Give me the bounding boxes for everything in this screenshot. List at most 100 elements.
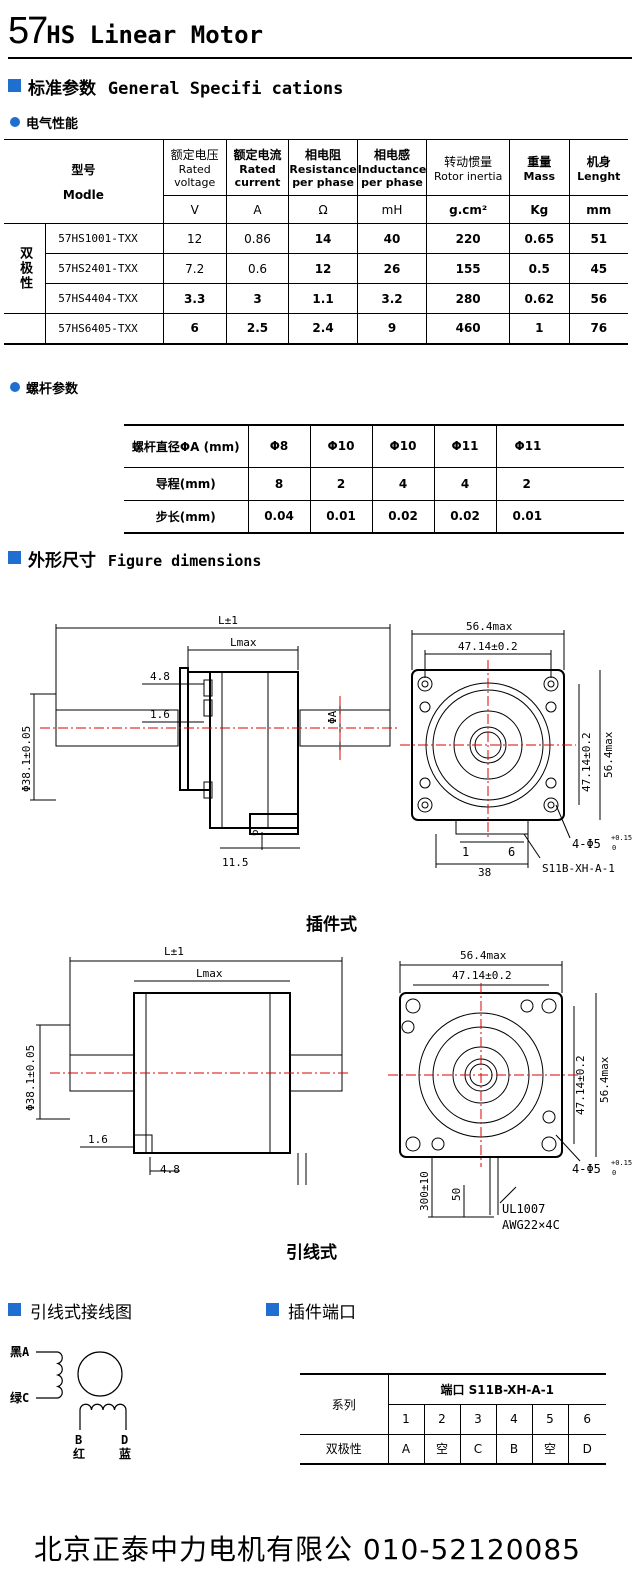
dim-56-4-v: 56.4max (602, 731, 615, 778)
wire-label-2: AWG22×4C (502, 1218, 560, 1232)
dim-4-8: 4.8 (160, 1163, 180, 1176)
pin-1: 1 (462, 845, 469, 859)
table-row: 双极性 A 空 C B 空 D (300, 1433, 606, 1465)
dim-tol0: 0 (612, 1169, 616, 1177)
wire-b-color: 红 (73, 1446, 85, 1461)
title-prefix: 57 (8, 10, 48, 52)
pin-6: 6 (508, 845, 515, 859)
title-rest: HS Linear Motor (46, 21, 264, 49)
subsection-marker (10, 382, 20, 392)
drawing-lead-type: L±1 Lmax Φ38.1±0.05 1.6 4.8 56.4max 47.1… (24, 945, 632, 1232)
front-flange (179, 667, 189, 791)
page-title: 57HS Linear Motor (8, 10, 263, 53)
dim-tol: +0.15 (611, 834, 632, 842)
port-header: 端口 S11B-XH-A-1 (387, 1373, 606, 1405)
wire-d-label: D (121, 1433, 128, 1447)
port-table: 系列 端口 S11B-XH-A-1 1 2 3 4 5 6 双极性 A 空 C … (300, 1373, 606, 1465)
wire-b-label: B (75, 1433, 82, 1447)
dim-tol0: 0 (612, 844, 616, 852)
wire-label-1: UL1007 (502, 1202, 545, 1216)
connector (455, 819, 529, 835)
motor-symbol (77, 1351, 123, 1397)
dim-38: 38 (478, 866, 491, 879)
series-label: 系列 (300, 1373, 389, 1435)
dim-Lmax: Lmax (230, 636, 257, 649)
dim-Lmax: Lmax (196, 967, 223, 980)
unit-cell: g.cm² (426, 195, 510, 224)
dim-6: 6 (248, 829, 261, 836)
unit-cell: V (162, 195, 227, 224)
unit-cell: A (225, 195, 290, 224)
dim-holes: 4-Φ5 (572, 837, 601, 851)
section-marker (8, 551, 21, 564)
dim-56-4: 56.4max (466, 620, 513, 633)
caption-connector: 插件式 (306, 915, 357, 935)
dim-47-14: 47.14±0.2 (458, 640, 518, 653)
coil-b (79, 1403, 127, 1411)
dim-dia: Φ38.1±0.05 (24, 1045, 37, 1111)
table-row: 57HS4404-TXX 3.3 3 1.1 3.2 280 0.62 56 (4, 283, 628, 314)
dim-56-4-v: 56.4max (598, 1056, 611, 1103)
section-marker (266, 1303, 279, 1316)
unit-cell: Ω (288, 195, 358, 224)
subsection-marker (10, 117, 20, 127)
dim-47-14: 47.14±0.2 (452, 969, 512, 982)
table-row: 导程(mm) 8 2 4 4 2 (124, 466, 624, 501)
dim-phiA: ΦA (326, 710, 339, 724)
section-marker (8, 79, 21, 92)
table-row: 螺杆直径ΦA (mm) Φ8 Φ10 Φ10 Φ11 Φ11 (124, 424, 624, 468)
dim-1-6: 1.6 (150, 708, 170, 721)
group-label: 双极性 (4, 223, 47, 314)
unit-cell: mH (356, 195, 428, 224)
caption-lead: 引线式 (286, 1243, 337, 1263)
drawing-connector-type: L±1 Lmax 4.8 1.6 ΦA Φ38.1±0.05 6 11.5 56… (20, 614, 632, 879)
section-figure-title: 外形尺寸 Figure dimensions (28, 551, 262, 571)
table-row: 1 2 3 4 5 6 (300, 1403, 606, 1435)
dim-L: L±1 (164, 945, 184, 958)
dim-tol: +0.15 (611, 1159, 632, 1167)
section-screw-title: 螺杆参数 (26, 382, 79, 397)
wire-c-label: 绿C (10, 1390, 29, 1405)
title-rule (8, 57, 632, 59)
table-row: 双极性 57HS1001-TXX 12 0.86 14 40 220 0.65 … (4, 223, 628, 314)
dim-dia: Φ38.1±0.05 (20, 726, 33, 792)
table-row: 步长(mm) 0.04 0.01 0.02 0.02 0.01 (124, 499, 624, 534)
dim-4-8: 4.8 (150, 670, 170, 683)
dim-300: 300±10 (418, 1171, 431, 1211)
section-electrical-title: 电气性能 (26, 117, 79, 132)
dim-holes: 4-Φ5 (572, 1162, 601, 1176)
table-row: 57HS6405-TXX 6 2.5 2.4 9 460 1 76 (4, 313, 628, 344)
wire-a-label: 黑A (10, 1345, 30, 1359)
dim-L: L±1 (218, 614, 238, 627)
dim-11-5: 11.5 (222, 856, 249, 869)
dim-47-14-v: 47.14±0.2 (574, 1055, 587, 1115)
table-row: 57HS2401-TXX 7.2 0.6 12 26 155 0.5 45 (4, 253, 628, 284)
unit-cell: mm (568, 195, 628, 224)
connector-label: S11B-XH-A-1 (542, 862, 615, 875)
section-general-title: 标准参数 General Specifi cations (28, 79, 344, 99)
flange-body (187, 671, 211, 791)
unit-cell: Kg (508, 195, 570, 224)
motor-body (209, 671, 299, 829)
dim-56-4: 56.4max (460, 949, 507, 962)
dim-50: 50 (450, 1188, 463, 1201)
section-marker (8, 1303, 21, 1316)
section-wiring-title: 引线式接线图 (30, 1303, 132, 1323)
footer-company: 北京正泰中力电机有限公 010-52120085 (34, 1533, 581, 1566)
coil-a (55, 1351, 63, 1399)
section-port-title: 插件端口 (288, 1303, 356, 1323)
model-header: 型号 Modle (4, 139, 164, 224)
wire-d-color: 蓝 (119, 1446, 131, 1461)
dim-47-14-v: 47.14±0.2 (580, 732, 593, 792)
shaft-left (55, 709, 179, 747)
screw-table: 螺杆直径ΦA (mm) Φ8 Φ10 Φ10 Φ11 Φ11 导程(mm) 8 … (124, 424, 624, 534)
dim-1-6: 1.6 (88, 1133, 108, 1146)
